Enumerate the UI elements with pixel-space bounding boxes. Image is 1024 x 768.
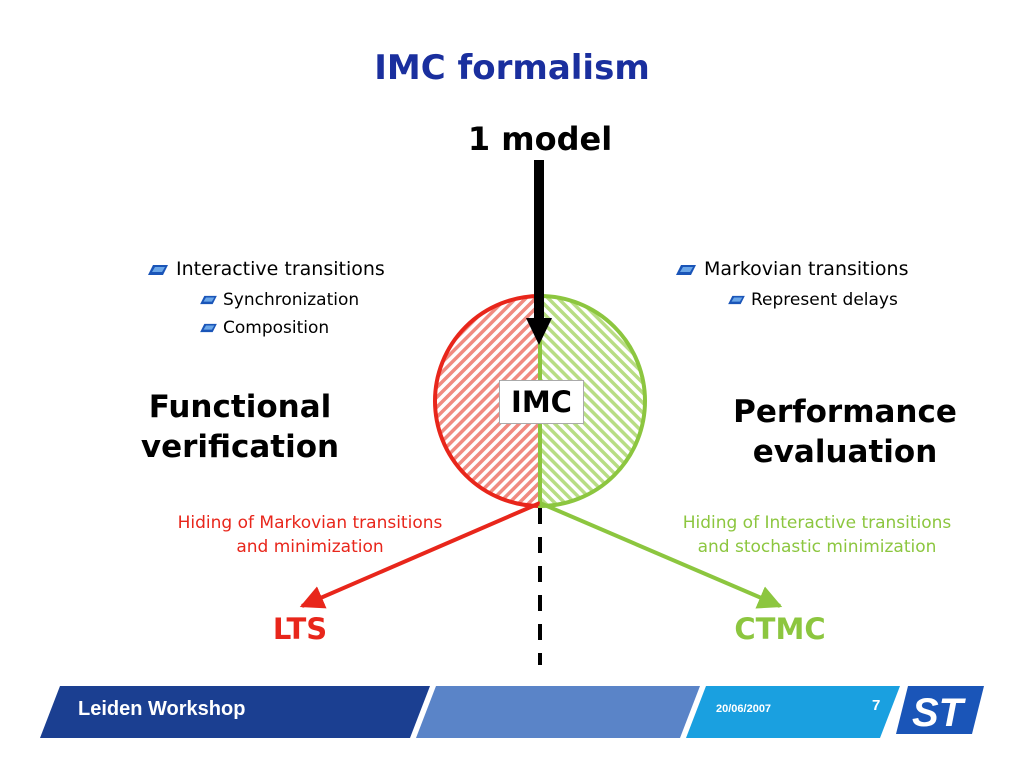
blue-parallelogram-bullet-icon: [200, 323, 217, 333]
footer-light-segment: [686, 686, 900, 738]
logo-text: ST: [912, 691, 967, 735]
right-arrow-note: Hiding of Interactive transitions and st…: [640, 511, 994, 559]
left-heading-line1: Functional: [148, 389, 332, 425]
left-heading-line2: verification: [140, 429, 340, 465]
slide-title: IMC formalism: [374, 48, 650, 88]
blue-parallelogram-bullet-icon: [148, 264, 168, 275]
left-subbullet-1: Synchronization: [200, 290, 359, 310]
functional-verification-heading: Functional verification: [110, 387, 370, 467]
lts-label: LTS: [272, 612, 328, 646]
right-subbullet-1-text: Represent delays: [751, 290, 898, 310]
left-subbullet-1-text: Synchronization: [223, 290, 360, 310]
circle-right-half: [538, 293, 647, 509]
right-note-line1: Hiding of Interactive transitions: [682, 513, 952, 533]
right-bullet: Markovian transitions: [676, 258, 908, 280]
blue-parallelogram-bullet-icon: [728, 295, 745, 305]
footer-event: Leiden Workshop: [78, 698, 246, 720]
model-arrow-head: [526, 318, 552, 345]
left-subbullet-2-text: Composition: [223, 318, 330, 338]
left-note-line2: and minimization: [236, 537, 384, 557]
footer-mid-segment: [416, 686, 700, 738]
footer-date: 20/06/2007: [716, 703, 772, 715]
circle-left-half: [433, 293, 542, 509]
blue-parallelogram-bullet-icon: [676, 264, 696, 275]
right-note-line2: and stochastic minimization: [697, 537, 937, 557]
right-subbullet-1: Represent delays: [728, 290, 898, 310]
footer-page-number: 7: [872, 697, 881, 714]
ctmc-label: CTMC: [734, 612, 826, 646]
right-heading-line2: evaluation: [752, 434, 938, 470]
left-arrow-note: Hiding of Markovian transitions and mini…: [140, 511, 480, 559]
left-subbullet-2: Composition: [200, 318, 329, 338]
left-bullet-text: Interactive transitions: [176, 258, 385, 280]
performance-evaluation-heading: Performance evaluation: [700, 392, 990, 472]
footer-dark-segment: [40, 686, 430, 738]
right-bullet-text: Markovian transitions: [704, 258, 909, 280]
arrow-to-ctmc: [539, 501, 783, 609]
blue-parallelogram-bullet-icon: [200, 295, 217, 305]
left-note-line1: Hiding of Markovian transitions: [177, 513, 443, 533]
arrow-to-lts: [299, 501, 541, 609]
top-label: 1 model: [467, 120, 613, 158]
imc-label: IMC: [499, 380, 584, 424]
st-logo-icon: ST: [896, 686, 984, 735]
footer-band: [40, 686, 900, 738]
left-bullet: Interactive transitions: [148, 258, 385, 280]
right-heading-line1: Performance: [733, 394, 957, 430]
